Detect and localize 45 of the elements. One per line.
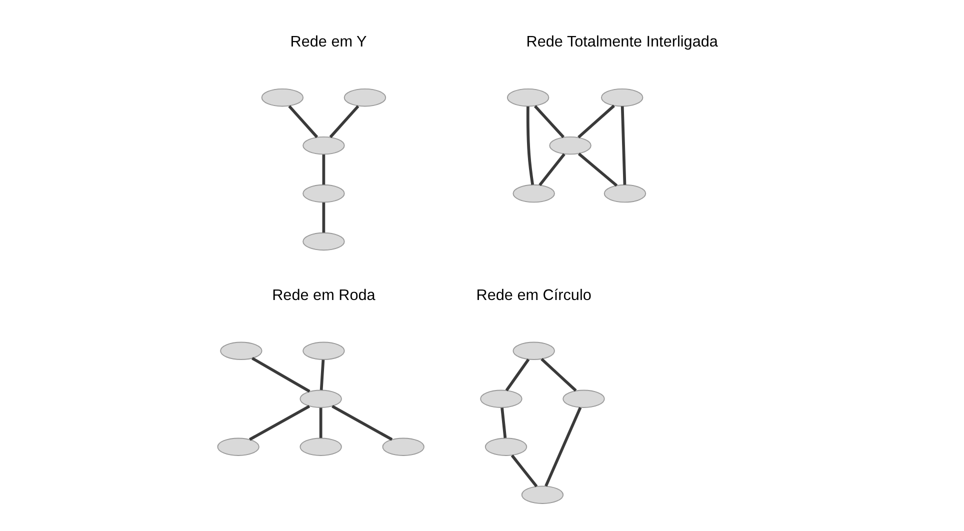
connector [526, 106, 534, 185]
connector [500, 408, 506, 438]
node-ellipse [506, 88, 549, 107]
node-ellipse [512, 184, 554, 203]
node-ellipse [299, 390, 342, 408]
node-ellipse [220, 342, 262, 360]
label: Rede em Roda [272, 286, 375, 304]
node-ellipse [302, 342, 344, 360]
connector [577, 152, 618, 187]
connector [328, 105, 359, 138]
node-ellipse [562, 390, 604, 408]
connector [322, 202, 325, 233]
node-ellipse [603, 184, 646, 203]
connector [544, 406, 582, 487]
node-ellipse [512, 342, 554, 360]
connector [322, 154, 325, 185]
connector [251, 357, 310, 393]
connector [538, 153, 565, 186]
connector [318, 408, 322, 438]
connector [319, 360, 324, 390]
label: Rede em Y [290, 34, 366, 51]
node-ellipse [548, 136, 591, 155]
node-ellipse [600, 88, 643, 107]
node-ellipse [343, 88, 386, 107]
node-ellipse [260, 88, 304, 107]
connector [248, 404, 310, 441]
node-ellipse [299, 438, 342, 456]
node-ellipse [520, 486, 564, 504]
connector [504, 358, 530, 392]
node-ellipse [302, 136, 344, 155]
node-ellipse [302, 232, 344, 251]
connector [540, 358, 576, 392]
node-ellipse [480, 390, 522, 408]
label: Rede Totalmente Interligada [526, 34, 718, 51]
connector [331, 404, 392, 441]
node-ellipse [302, 184, 344, 203]
node-ellipse [484, 438, 527, 456]
connector [510, 454, 538, 488]
node-ellipse [382, 438, 424, 456]
label: Rede em Círculo [476, 286, 591, 304]
connector [288, 105, 318, 138]
connector [534, 105, 564, 138]
connector [577, 104, 614, 138]
connector [620, 106, 626, 185]
node-ellipse [216, 438, 259, 456]
